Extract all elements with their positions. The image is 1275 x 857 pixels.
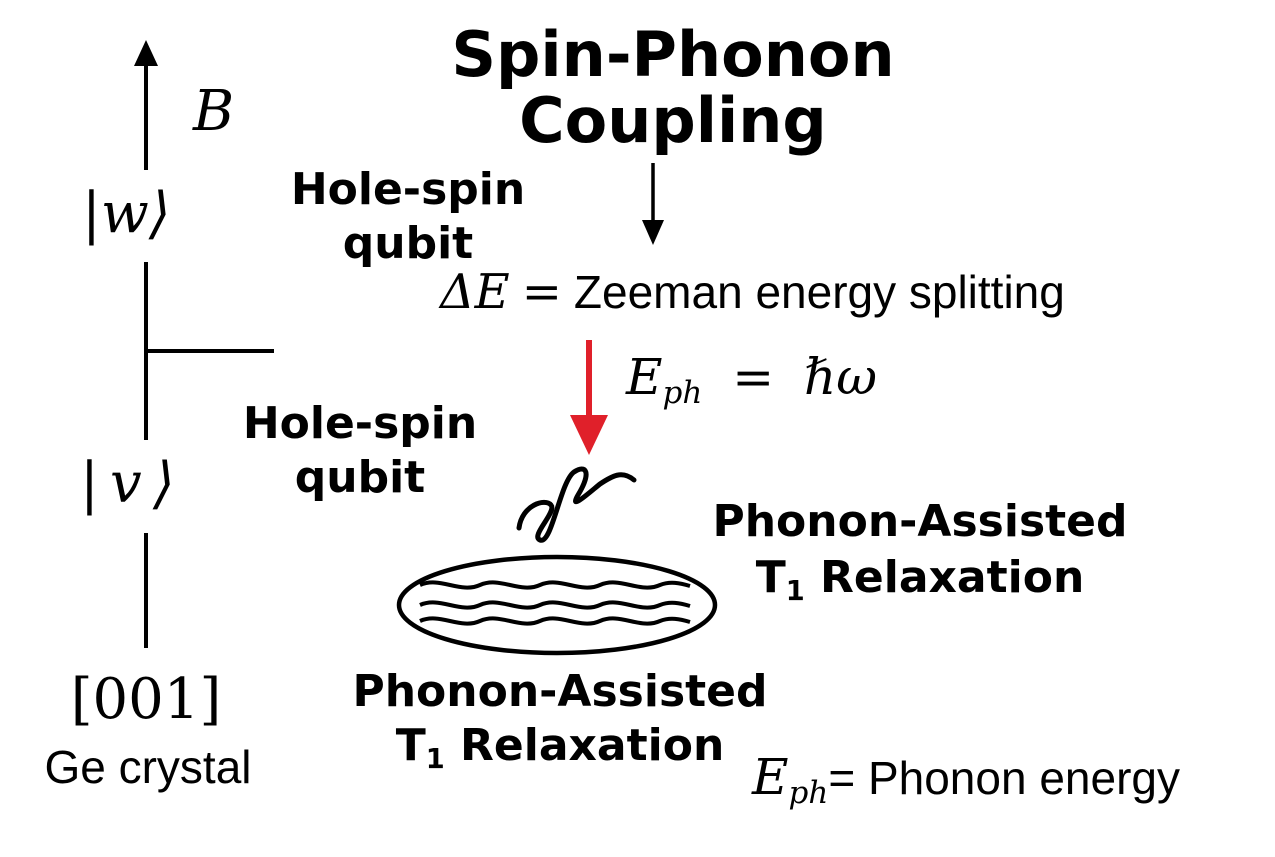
qubit-upper-line-2: qubit: [342, 218, 474, 269]
crystal-wave-3: [419, 616, 691, 626]
crystal-wave-2: [419, 600, 691, 610]
delta-e-equation: ΔE = Zeeman energy splitting: [440, 268, 1065, 316]
delta-e-symbol: ΔE: [440, 264, 510, 320]
phonon-arrowhead: [570, 415, 608, 455]
crystal-wave-1: [419, 580, 691, 590]
title-line-1: Spin-Phonon: [451, 18, 895, 91]
phonon-energy-equation: Eph = ℏω: [626, 352, 877, 408]
legend-eph-subscript: ph: [788, 774, 829, 811]
qubit-lower-line-2: qubit: [294, 452, 426, 503]
zeeman-label: Zeeman energy splitting: [573, 266, 1065, 318]
b-field-label: B: [193, 79, 235, 144]
relaxation-right-rest: Relaxation: [804, 552, 1085, 603]
title-line-2: Coupling: [519, 84, 827, 157]
crystal-label: Ge crystal: [44, 741, 252, 793]
qubit-lower-line-1: Hole-spin: [242, 398, 478, 449]
b-field-arrowhead: [134, 40, 158, 66]
crystal-ellipse: [396, 554, 718, 656]
relaxation-bottom-line-1: Phonon-Assisted: [352, 666, 768, 717]
relaxation-bottom-sub: 1: [425, 743, 445, 775]
qubit-upper-line-1: Hole-spin: [290, 164, 526, 215]
relaxation-right-line-1: Phonon-Assisted: [712, 496, 1128, 547]
relaxation-bottom-line-2: T1 Relaxation: [300, 724, 820, 773]
phonon-squiggle: [516, 466, 637, 543]
relaxation-right-t: T: [755, 552, 786, 603]
relaxation-right-sub: 1: [785, 575, 805, 607]
legend-eph-text: = Phonon energy: [828, 752, 1180, 804]
relaxation-right-line-2: T1 Relaxation: [660, 556, 1180, 605]
phonon-energy-value: ℏω: [804, 348, 878, 406]
phonon-energy-subscript: ph: [662, 374, 703, 411]
state-v-label: | v ⟩: [80, 451, 175, 516]
relaxation-bottom-t: T: [395, 720, 426, 771]
delta-e-equals: =: [521, 264, 562, 320]
crystal-direction: [001]: [70, 667, 222, 732]
phonon-energy-equals: =: [732, 348, 775, 406]
legend-eph-symbol: E: [752, 748, 789, 806]
coupling-arrowhead: [642, 220, 664, 245]
phonon-energy-symbol: E: [626, 348, 663, 406]
relaxation-bottom-rest: Relaxation: [444, 720, 725, 771]
phonon-energy-legend: Eph= Phonon energy: [752, 752, 1180, 808]
state-w-label: |w⟩: [82, 181, 171, 246]
